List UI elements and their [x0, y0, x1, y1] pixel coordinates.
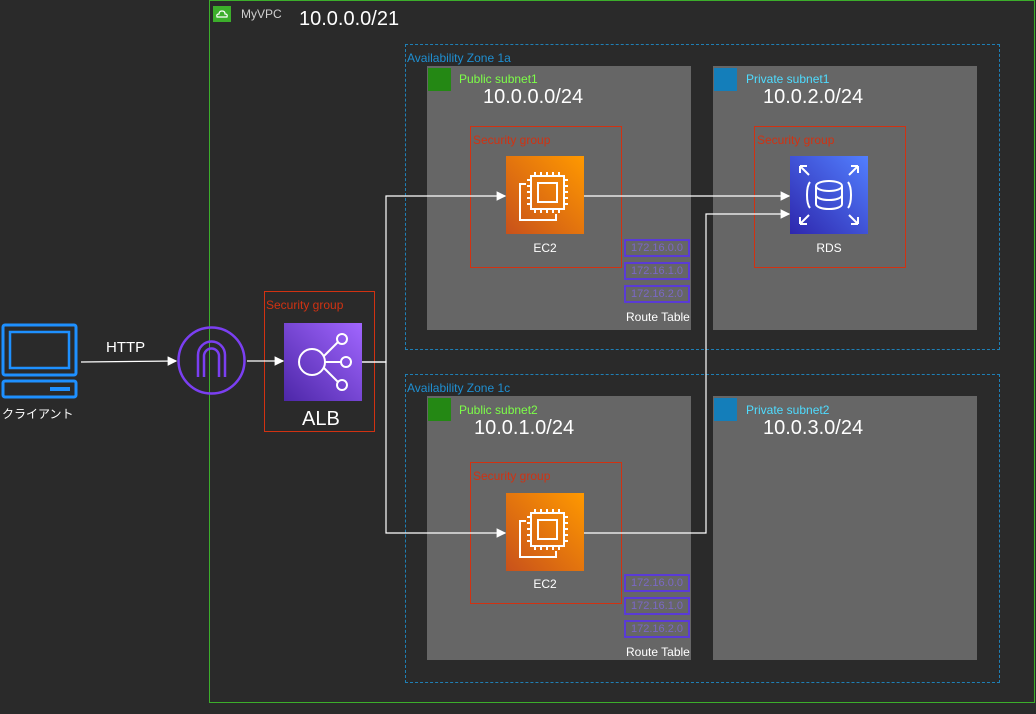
route-entry: 172.16.1.0 — [624, 262, 690, 280]
route-entry: 172.16.0.0 — [624, 574, 690, 592]
connector-client-igw — [80, 356, 178, 366]
ec2-label: EC2 — [533, 577, 557, 591]
az-label: Availability Zone 1a — [407, 51, 511, 65]
ec2-icon — [506, 156, 584, 234]
alb-label: ALB — [302, 408, 340, 430]
route-entry: 172.16.0.0 — [624, 239, 690, 257]
route-table-label: Route Table — [626, 310, 690, 324]
client-computer-icon — [1, 323, 78, 399]
private-subnet-label: Private subnet1 — [746, 72, 830, 86]
security-group-label: Security group — [266, 298, 344, 312]
security-group-label: Security group — [757, 133, 835, 147]
internet-gateway-icon — [177, 326, 246, 395]
az-label: Availability Zone 1c — [407, 381, 511, 395]
public-subnet-label: Public subnet1 — [459, 72, 538, 86]
vpc-container — [209, 0, 1035, 703]
ec2-label: EC2 — [533, 241, 557, 255]
private-subnet-icon — [714, 68, 737, 91]
security-group — [754, 126, 906, 268]
route-entry: 172.16.2.0 — [624, 620, 690, 638]
private-subnet-label: Private subnet2 — [746, 403, 830, 417]
route-entry: 172.16.2.0 — [624, 285, 690, 303]
private-subnet-icon — [714, 398, 737, 421]
subnet-cidr: 10.0.3.0/24 — [763, 417, 864, 439]
public-subnet-icon — [428, 398, 451, 421]
public-subnet-icon — [428, 68, 451, 91]
public-subnet-label: Public subnet2 — [459, 403, 538, 417]
vpc-cloud-icon — [213, 6, 231, 22]
subnet-cidr: 10.0.1.0/24 — [474, 417, 575, 439]
route-entry: 172.16.1.0 — [624, 597, 690, 615]
subnet-cidr: 10.0.2.0/24 — [763, 86, 864, 108]
rds-label: RDS — [816, 241, 842, 255]
ec2-icon — [506, 493, 584, 571]
security-group-label: Security group — [473, 133, 551, 147]
rds-icon — [790, 156, 868, 234]
vpc-label: MyVPC — [241, 7, 282, 21]
security-group-label: Security group — [473, 469, 551, 483]
http-label: HTTP — [106, 339, 146, 356]
subnet-cidr: 10.0.0.0/24 — [483, 86, 584, 108]
route-table-label: Route Table — [626, 645, 690, 659]
client-label: クライアント — [2, 407, 74, 421]
alb-icon — [284, 323, 362, 401]
vpc-cidr: 10.0.0.0/21 — [299, 8, 400, 30]
